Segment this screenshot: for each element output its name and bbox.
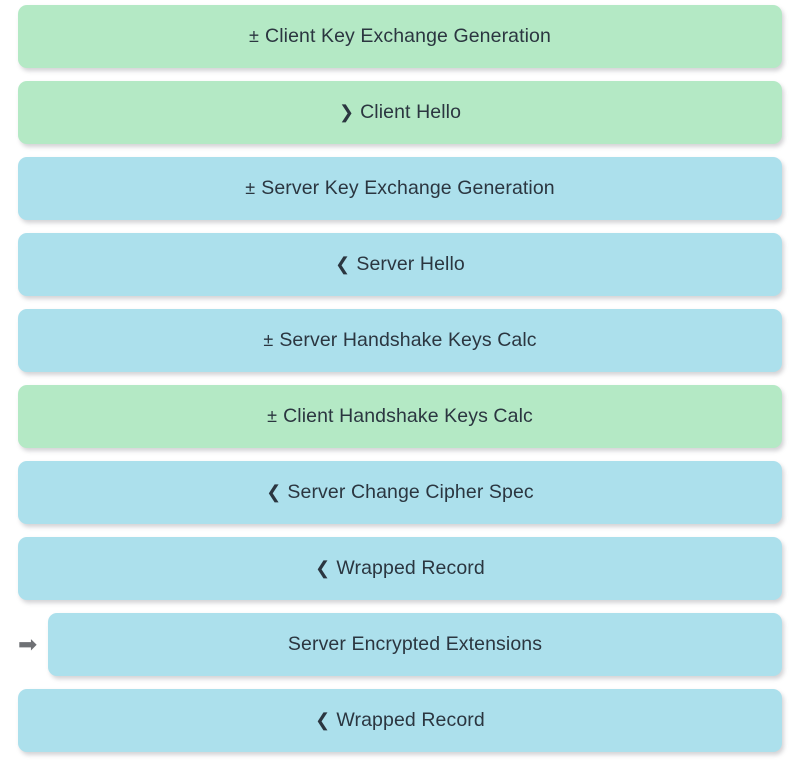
step-label-wrap: ±Server Handshake Keys Calc bbox=[263, 329, 536, 352]
step-label-text: Wrapped Record bbox=[336, 709, 485, 731]
step-label-text: Server Handshake Keys Calc bbox=[279, 329, 537, 351]
handshake-row: ❮Wrapped Record bbox=[0, 689, 800, 752]
chevron-left-icon: ❮ bbox=[315, 558, 331, 578]
step-bar-client-handshake-keys-calc[interactable]: ±Client Handshake Keys Calc bbox=[18, 385, 782, 448]
handshake-row: ❮Wrapped Record bbox=[0, 537, 800, 600]
chevron-left-icon: ❮ bbox=[315, 710, 331, 730]
step-label-text: Wrapped Record bbox=[336, 557, 485, 579]
handshake-row: ±Server Key Exchange Generation bbox=[0, 157, 800, 220]
step-label-wrap: ❮Wrapped Record bbox=[315, 557, 485, 580]
step-bar-server-handshake-keys-calc[interactable]: ±Server Handshake Keys Calc bbox=[18, 309, 782, 372]
handshake-row: ±Client Handshake Keys Calc bbox=[0, 385, 800, 448]
step-label-wrap: ❮Server Hello bbox=[335, 253, 465, 276]
plus-minus-icon: ± bbox=[249, 26, 260, 46]
handshake-row: ❮Server Hello bbox=[0, 233, 800, 296]
step-label-wrap: ❮Wrapped Record bbox=[315, 709, 485, 732]
step-bar-server-encrypted-extensions[interactable]: Server Encrypted Extensions bbox=[48, 613, 782, 676]
handshake-row: ❯Client Hello bbox=[0, 81, 800, 144]
handshake-row: ±Client Key Exchange Generation bbox=[0, 5, 800, 68]
step-label-wrap: ±Client Handshake Keys Calc bbox=[267, 405, 533, 428]
handshake-row: ➡ Server Encrypted Extensions bbox=[0, 613, 800, 676]
step-bar-wrapped-record-2[interactable]: ❮Wrapped Record bbox=[18, 689, 782, 752]
plus-minus-icon: ± bbox=[263, 330, 274, 350]
step-label-wrap: ❯Client Hello bbox=[339, 101, 461, 124]
step-bar-client-key-exchange-generation[interactable]: ±Client Key Exchange Generation bbox=[18, 5, 782, 68]
step-label-text: Server Hello bbox=[356, 253, 465, 275]
step-bar-server-change-cipher-spec[interactable]: ❮Server Change Cipher Spec bbox=[18, 461, 782, 524]
step-label-wrap: ±Client Key Exchange Generation bbox=[249, 25, 551, 48]
step-label-text: Client Hello bbox=[360, 101, 462, 123]
step-label-wrap: ❮Server Change Cipher Spec bbox=[266, 481, 534, 504]
step-bar-wrapped-record-1[interactable]: ❮Wrapped Record bbox=[18, 537, 782, 600]
step-label-text: Server Change Cipher Spec bbox=[287, 481, 534, 503]
arrow-right-icon: ➡ bbox=[18, 631, 38, 657]
step-label-wrap: Server Encrypted Extensions bbox=[288, 633, 542, 656]
handshake-row: ±Server Handshake Keys Calc bbox=[0, 309, 800, 372]
step-label-wrap: ±Server Key Exchange Generation bbox=[245, 177, 555, 200]
chevron-left-icon: ❮ bbox=[266, 482, 282, 502]
handshake-row: ❮Server Change Cipher Spec bbox=[0, 461, 800, 524]
chevron-right-icon: ❯ bbox=[338, 102, 355, 122]
step-bar-server-hello[interactable]: ❮Server Hello bbox=[18, 233, 782, 296]
step-bar-client-hello[interactable]: ❯Client Hello bbox=[18, 81, 782, 144]
step-label-text: Server Key Exchange Generation bbox=[261, 177, 555, 199]
step-label-text: Client Key Exchange Generation bbox=[265, 25, 551, 47]
step-label-text: Client Handshake Keys Calc bbox=[283, 405, 533, 427]
step-bar-server-key-exchange-generation[interactable]: ±Server Key Exchange Generation bbox=[18, 157, 782, 220]
step-label-text: Server Encrypted Extensions bbox=[287, 633, 543, 655]
plus-minus-icon: ± bbox=[245, 178, 256, 198]
chevron-left-icon: ❮ bbox=[335, 254, 351, 274]
plus-minus-icon: ± bbox=[267, 406, 278, 426]
